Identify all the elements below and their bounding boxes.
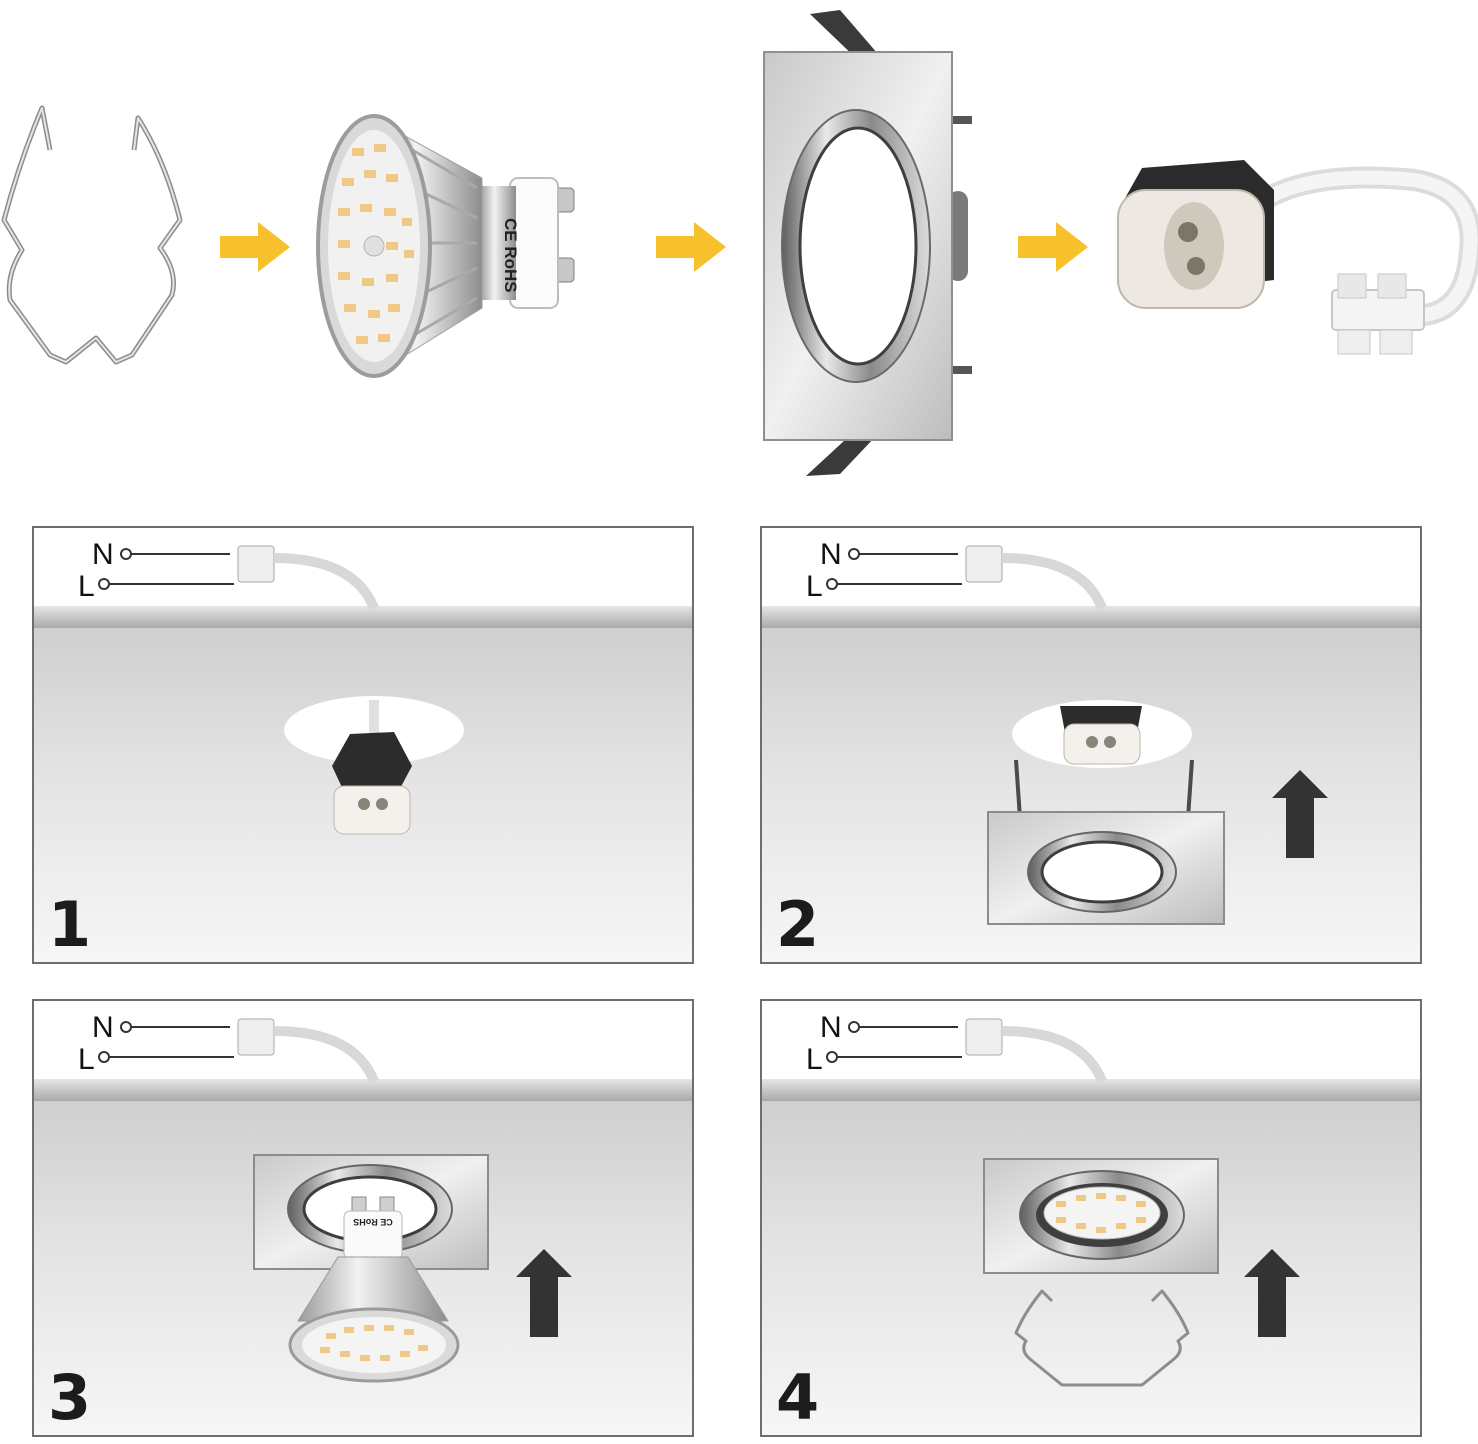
- component-bulb: CE RoHS: [312, 108, 622, 386]
- arrow-right-icon: [656, 222, 726, 272]
- ceiling-edge: [34, 606, 692, 628]
- gu10-socket-icon: [1117, 160, 1478, 355]
- component-frame: [748, 6, 978, 481]
- gu10-led-bulb-icon: [316, 114, 575, 378]
- step-number: 4: [776, 1361, 820, 1434]
- component-clip: [0, 100, 190, 385]
- step-number: 3: [48, 1361, 92, 1434]
- arrow-up-icon: [1244, 1249, 1300, 1337]
- arrow-right-icon: [220, 222, 290, 272]
- arrow-right-3: [1018, 222, 1088, 272]
- arrow-right-2: [656, 222, 726, 272]
- wire-label-l: L: [806, 1043, 823, 1076]
- bulb-marking: CE RoHS: [501, 218, 520, 293]
- wire-label-l: L: [806, 570, 823, 603]
- step-number: 2: [776, 888, 820, 961]
- component-socket: [1114, 150, 1478, 380]
- ceiling-edge: [762, 606, 1420, 628]
- wire-label-n: N: [92, 538, 114, 571]
- step-panel-2: N L 2: [760, 526, 1422, 964]
- step-4-illustration: [826, 1018, 1300, 1387]
- square-downlight-frame-icon: [763, 10, 972, 476]
- arrow-up-icon: [516, 1249, 572, 1337]
- step-2-illustration: [826, 545, 1328, 925]
- step-1-illustration: [98, 545, 464, 835]
- bulb-marking-small: CE RoHS: [353, 1217, 393, 1227]
- step-panel-3: N L CE RoHS 3: [32, 999, 694, 1437]
- wire-label-l: L: [78, 1043, 95, 1076]
- wire-label-n: N: [92, 1011, 114, 1044]
- step-3-illustration: [98, 1018, 572, 1383]
- ceiling-edge: [34, 1079, 692, 1101]
- arrow-right-1: [220, 222, 290, 272]
- wire-label-n: N: [820, 1011, 842, 1044]
- step-panel-1: N L 1: [32, 526, 694, 964]
- ceiling-edge: [762, 1079, 1420, 1101]
- arrow-up-icon: [1272, 770, 1328, 858]
- step-number: 1: [48, 888, 92, 961]
- step-panel-4: N L 4: [760, 999, 1422, 1437]
- retaining-clip-icon: [1, 105, 183, 365]
- wire-label-n: N: [820, 538, 842, 571]
- wire-label-l: L: [78, 570, 95, 603]
- arrow-right-icon: [1018, 222, 1088, 272]
